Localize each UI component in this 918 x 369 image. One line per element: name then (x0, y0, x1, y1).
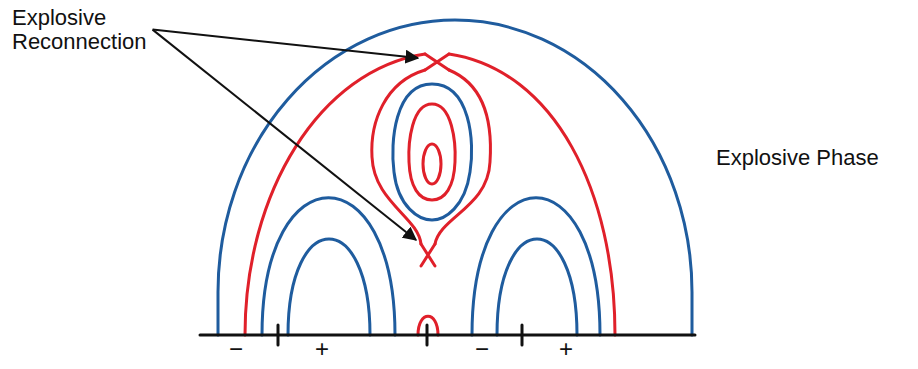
polarity-sign: − (229, 336, 243, 362)
inner-separatrix-left (372, 70, 425, 244)
inner-separatrix-right (435, 70, 491, 244)
left-arcade-outer (262, 198, 395, 335)
right-arcade-inner (497, 239, 577, 335)
separatrix-right (449, 54, 615, 335)
outer-field-line (218, 20, 692, 335)
phase-label: Explosive Phase (716, 146, 906, 170)
leader-arrow (153, 30, 416, 240)
lower-x-point (421, 244, 435, 266)
polarity-sign: − (475, 336, 489, 362)
left-arcade-inner (288, 239, 370, 335)
plasmoid-red-loop (409, 104, 455, 200)
right-arcade-outer (472, 198, 600, 335)
plasmoid-core-loop (423, 144, 441, 184)
upper-x-point (425, 54, 449, 70)
separatrix-left (245, 54, 425, 335)
plasmoid-loop (393, 84, 472, 220)
leader-arrow (153, 30, 418, 58)
polarity-sign: + (315, 336, 329, 362)
polarity-sign: + (559, 336, 573, 362)
callout-label: Explosive Reconnection (12, 6, 172, 54)
photosphere-line (200, 334, 695, 337)
